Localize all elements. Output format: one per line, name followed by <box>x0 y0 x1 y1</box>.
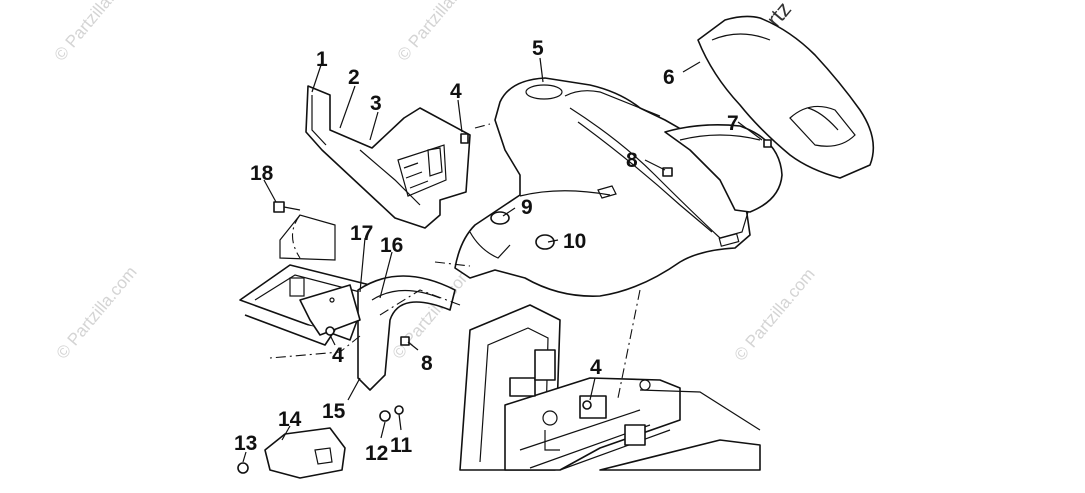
nut-icon <box>379 410 391 422</box>
callout-4b[interactable]: 4 <box>332 344 344 367</box>
part-fender-flare <box>299 275 456 391</box>
callout-7[interactable]: 7 <box>727 112 739 135</box>
callout-11[interactable]: 11 <box>390 434 413 457</box>
clip-icon <box>763 139 772 148</box>
part-front-fender <box>454 77 751 297</box>
assembly-lines <box>269 123 641 399</box>
callout-8[interactable]: 8 <box>626 149 638 172</box>
callouts: 1 2 3 4 5 6 7 8 9 10 18 17 16 8 4 4 15 1… <box>234 37 739 465</box>
watermark: © Partzilla.com <box>394 0 482 65</box>
washer-icon <box>394 405 404 415</box>
grommet-icon <box>535 234 555 250</box>
clip-icon <box>662 167 673 177</box>
bolt-icon <box>273 201 285 213</box>
callout-6[interactable]: 6 <box>663 66 675 89</box>
callout-1[interactable]: 1 <box>316 48 328 71</box>
fasteners <box>237 133 772 474</box>
callout-8b[interactable]: 8 <box>421 352 433 375</box>
callout-5[interactable]: 5 <box>532 37 544 60</box>
callout-16[interactable]: 16 <box>380 234 403 257</box>
callout-18[interactable]: 18 <box>250 162 274 185</box>
part-rear-cover <box>664 124 783 213</box>
screw-icon <box>325 326 335 336</box>
callout-4[interactable]: 4 <box>450 80 462 103</box>
part-rear-fender <box>697 15 875 179</box>
bolt-icon <box>237 462 249 474</box>
bolt-icon <box>460 133 469 144</box>
callout-15[interactable]: 15 <box>322 400 346 423</box>
callout-14[interactable]: 14 <box>278 408 302 431</box>
watermark: © Partzilla.com <box>731 265 819 365</box>
callout-17[interactable]: 17 <box>350 222 373 245</box>
frame-assembly <box>459 304 761 471</box>
part-left-side-panel <box>305 85 471 229</box>
callout-10[interactable]: 10 <box>563 230 586 253</box>
callout-12[interactable]: 12 <box>365 442 388 465</box>
leader-lines <box>242 57 763 463</box>
callout-9[interactable]: 9 <box>521 196 533 219</box>
callout-3[interactable]: 3 <box>370 92 382 115</box>
screw-icon <box>582 400 592 410</box>
part-side-plate <box>264 427 346 479</box>
watermark: © Partzilla.com <box>51 0 139 65</box>
watermark: © Partzilla.com <box>53 263 141 363</box>
clip-icon <box>400 336 410 346</box>
callout-4c[interactable]: 4 <box>590 356 602 379</box>
callout-13[interactable]: 13 <box>234 432 257 455</box>
callout-2[interactable]: 2 <box>348 66 360 89</box>
